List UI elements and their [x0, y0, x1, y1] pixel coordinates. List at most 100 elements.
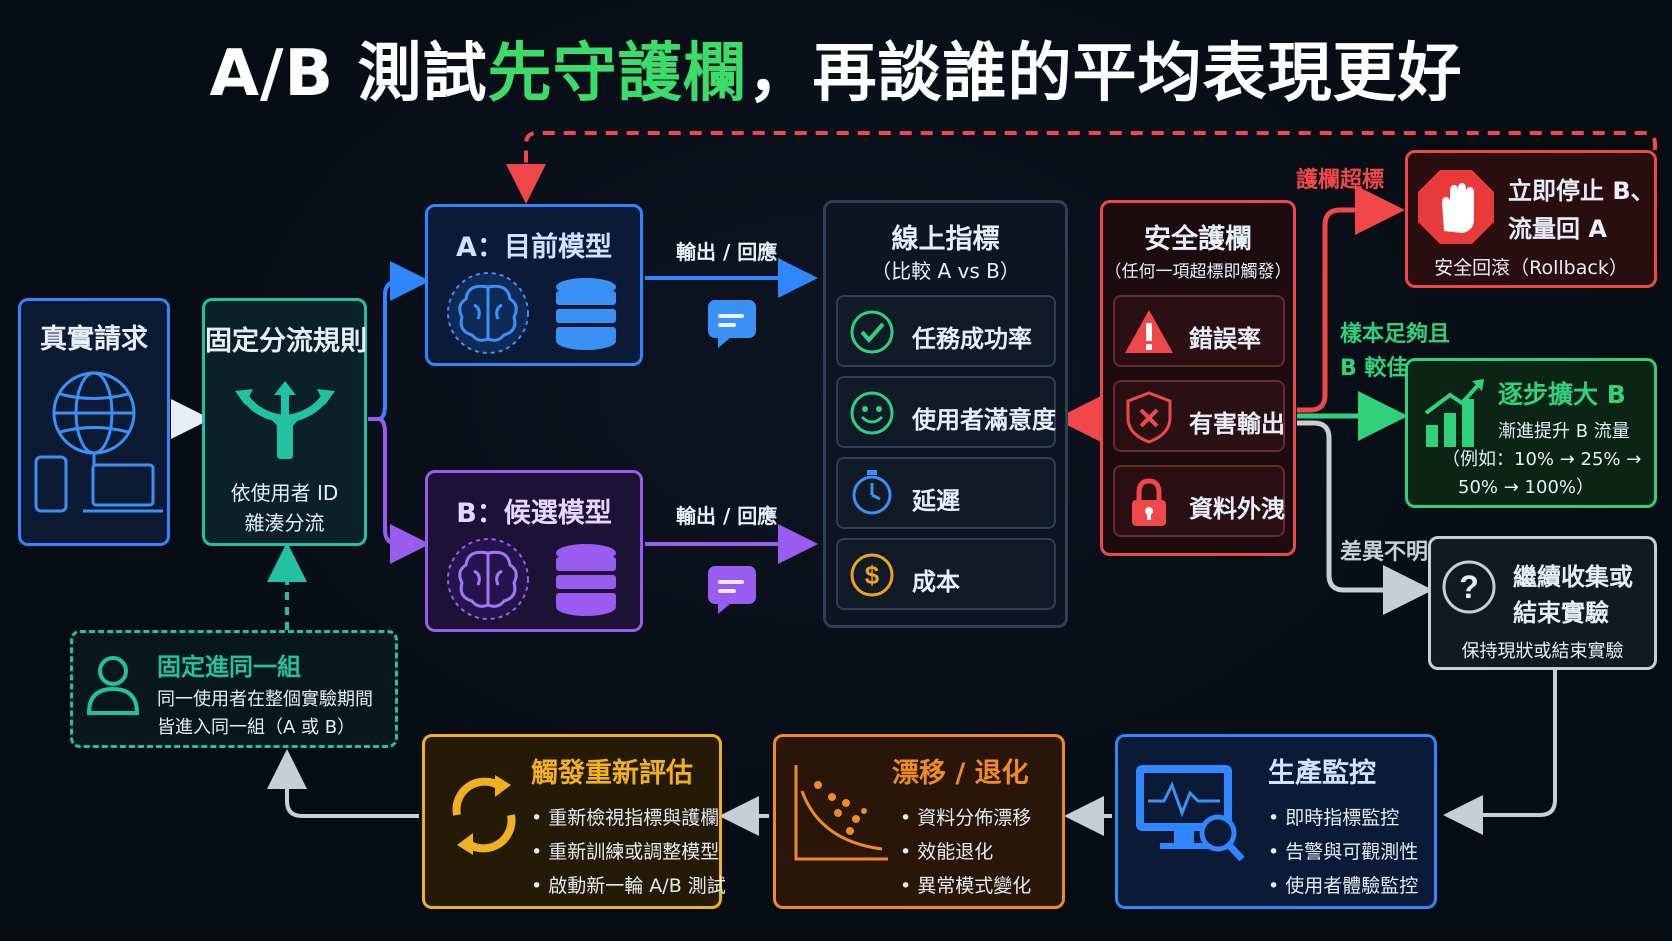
- continue-line2: 結束實驗: [1513, 599, 1609, 627]
- retrigger-item-1: • 重新檢視指標與護欄: [531, 807, 720, 829]
- monitor-search-icon: [1136, 765, 1245, 862]
- expand-line2: （例如：10% → 25% →: [1442, 449, 1642, 470]
- metric-label-satisfaction: 使用者滿意度: [912, 406, 1056, 434]
- drift-title: 漂移 / 退化: [892, 758, 1029, 789]
- branch-label-better-1: 樣本足夠且: [1340, 322, 1451, 347]
- stop-line1: 立即停止 B、: [1508, 177, 1655, 205]
- refresh-cycle-icon: [452, 775, 516, 855]
- drift-item-1-text: 資料分佈漂移: [917, 807, 1032, 829]
- model-a-title: A：目前模型: [456, 232, 612, 263]
- production-monitoring-node: 生產監控 • 即時指標監控 • 告警與可觀測性 • 使用者體驗監控: [1115, 734, 1437, 909]
- monitor-item-2: • 告警與可觀測性: [1268, 841, 1419, 863]
- stop-hand-icon: [1418, 170, 1494, 244]
- arrow-guardrails-to-stop: [1297, 185, 1405, 413]
- guardrail-row-leak: 資料外洩: [1113, 465, 1285, 537]
- retrigger-item-3: • 啟動新一輪 A/B 測試: [531, 875, 726, 897]
- stop-rollback-node: 立即停止 B、 流量回 A 安全回滾（Rollback）: [1405, 150, 1657, 288]
- arrow-retrigger-to-sticky: [267, 749, 419, 818]
- stop-line3: 安全回滾（Rollback）: [1434, 257, 1628, 279]
- title-part1: A/B 測試: [209, 37, 488, 111]
- model-b-title: B：候選模型: [456, 498, 612, 529]
- drift-item-2: • 效能退化: [900, 841, 994, 863]
- branch-label-exceed: 護欄超標: [1296, 168, 1385, 193]
- model-b-output-label: 輸出 / 回應: [676, 504, 778, 528]
- growth-chart-icon: [1424, 379, 1484, 447]
- rollback-loop-dashed: [506, 131, 1657, 204]
- metric-label-cost: 成本: [912, 568, 960, 596]
- arrow-continue-to-monitor: [1443, 670, 1557, 835]
- warning-icon: [1125, 310, 1173, 353]
- model-b-node: B：候選模型: [425, 470, 643, 632]
- branch-label-better-2: B 較佳: [1340, 356, 1409, 381]
- dollar-icon: $: [850, 553, 894, 597]
- continue-line3: 保持現狀或結束實驗: [1461, 641, 1624, 662]
- guardrails-subtitle: （任何一項超標即觸發）: [1104, 262, 1292, 282]
- arrow-guardrails-to-continue: [1297, 420, 1433, 615]
- expand-b-node: 逐步擴大 B 漸進提升 B 流量 （例如：10% → 25% → 50% → 1…: [1405, 358, 1657, 508]
- guardrail-label-harmful: 有害輸出: [1189, 410, 1285, 438]
- guardrail-label-leak: 資料外洩: [1189, 495, 1285, 523]
- brain-database-icon-b: [447, 538, 616, 620]
- chat-bubble-icon-a: [708, 300, 756, 348]
- drift-item-1: • 資料分佈漂移: [900, 807, 1032, 829]
- monitor-item-3: • 使用者體驗監控: [1268, 875, 1419, 897]
- guardrail-label-error: 錯誤率: [1189, 325, 1261, 353]
- online-metrics-panel: 線上指標 （比較 A vs B） 任務成功率 使用者滿意度: [823, 200, 1068, 628]
- guardrails-title: 安全護欄: [1144, 224, 1252, 255]
- request-title: 真實請求: [40, 324, 148, 355]
- retrigger-title: 觸發重新評估: [531, 758, 693, 789]
- drift-item-3: • 異常模式變化: [900, 875, 1032, 897]
- shield-x-icon: [1126, 391, 1172, 444]
- page-title: A/B 測試先守護欄，再談誰的平均表現更好: [0, 22, 1672, 114]
- title-part2: ，再談誰的平均表現更好: [747, 37, 1463, 111]
- split-rule-node: 固定分流規則 依使用者 ID 雜湊分流: [202, 298, 367, 546]
- guardrail-row-error: 錯誤率: [1113, 295, 1285, 367]
- monitor-item-3-text: 使用者體驗監控: [1285, 875, 1419, 897]
- branch-label-unclear: 差異不明: [1340, 540, 1429, 565]
- scatter-decline-icon: [794, 765, 888, 861]
- sticky-line2: 皆進入同一組（A 或 B）: [157, 717, 356, 738]
- expand-title: 逐步擴大 B: [1498, 380, 1626, 409]
- metrics-subtitle: （比較 A vs B）: [871, 259, 1020, 283]
- arrow-split-to-a: [368, 261, 430, 421]
- monitor-item-1-text: 即時指標監控: [1285, 807, 1400, 829]
- split-line1: 依使用者 ID: [230, 481, 339, 505]
- metric-label-success: 任務成功率: [912, 325, 1032, 353]
- guardrail-row-harmful: 有害輸出: [1113, 380, 1285, 452]
- title-highlight: 先守護欄: [487, 37, 748, 111]
- expand-line1: 漸進提升 B 流量: [1498, 421, 1630, 442]
- metric-row-success: 任務成功率: [836, 295, 1056, 367]
- monitor-title: 生產監控: [1268, 758, 1376, 789]
- lock-icon: [1132, 478, 1166, 526]
- smiley-icon: [850, 391, 894, 435]
- sticky-line1: 同一使用者在整個實驗期間: [157, 689, 373, 710]
- metric-label-latency: 延遲: [912, 487, 960, 515]
- split-line2: 雜湊分流: [244, 511, 325, 535]
- retrigger-item-3-text: 啟動新一輪 A/B 測試: [548, 875, 726, 897]
- drift-item-2-text: 效能退化: [917, 841, 994, 863]
- metrics-title: 線上指標: [891, 224, 1000, 255]
- monitor-item-1: • 即時指標監控: [1268, 807, 1400, 829]
- checkmark-icon: [850, 310, 894, 354]
- expand-line3: 50% → 100%）: [1458, 477, 1594, 498]
- model-a-node: A：目前模型: [425, 204, 643, 366]
- chat-bubble-icon-b: [708, 566, 756, 614]
- retrigger-item-2: • 重新訓練或調整模型: [531, 841, 720, 863]
- retrigger-item-2-text: 重新訓練或調整模型: [548, 841, 720, 863]
- model-a-output-label: 輸出 / 回應: [676, 240, 778, 264]
- request-node: 真實請求: [18, 298, 170, 546]
- svg-text:$: $: [865, 560, 880, 590]
- split-title: 固定分流規則: [205, 326, 367, 357]
- user-icon: [86, 656, 140, 715]
- retrigger-item-1-text: 重新檢視指標與護欄: [548, 807, 720, 829]
- stop-line2: 流量回 A: [1508, 215, 1607, 243]
- continue-line1: 繼續收集或: [1513, 563, 1633, 591]
- sticky-assignment-node: 固定進同一組 同一使用者在整個實驗期間 皆進入同一組（A 或 B）: [70, 630, 398, 748]
- split-arrows-icon: [235, 381, 335, 459]
- safety-guardrails-panel: 安全護欄 （任何一項超標即觸發） 錯誤率 有害輸出 資料外洩: [1100, 200, 1296, 556]
- continue-or-end-node: ? 繼續收集或 結束實驗 保持現狀或結束實驗: [1428, 536, 1657, 670]
- metric-row-cost: $ 成本: [836, 538, 1056, 610]
- metric-row-satisfaction: 使用者滿意度: [836, 376, 1056, 448]
